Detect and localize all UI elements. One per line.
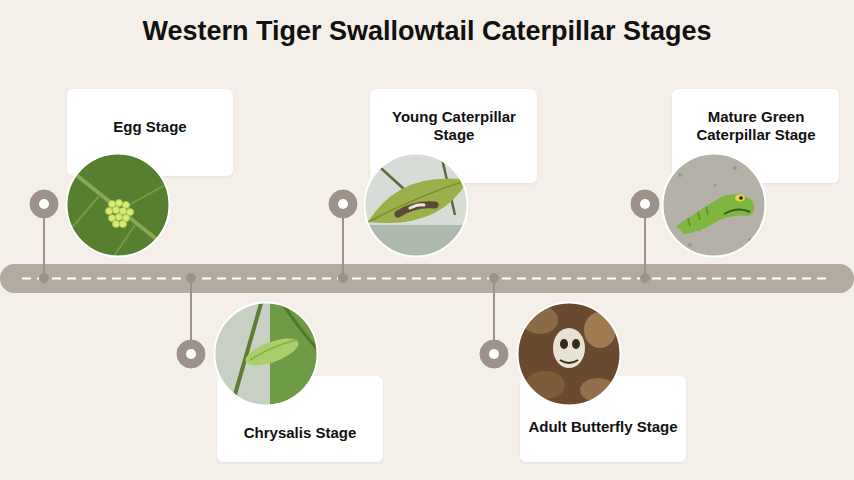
mature-caterpillar-photo — [660, 150, 770, 260]
chrysalis-photo — [210, 300, 325, 410]
young-caterpillar-photo — [360, 150, 480, 260]
pin-head — [30, 190, 58, 218]
bar-dot — [187, 274, 196, 283]
stage-label: Egg Stage — [75, 118, 225, 136]
photo-frame — [365, 154, 468, 257]
photo-frame — [663, 154, 766, 257]
pin-stem — [342, 218, 344, 278]
pin-head — [329, 190, 357, 218]
bar-dot — [40, 274, 49, 283]
pin-stem — [43, 218, 45, 278]
bar-dot — [641, 274, 650, 283]
pin-center — [640, 199, 650, 209]
pin-head — [177, 340, 205, 368]
pin-center — [338, 199, 348, 209]
egg-photo — [60, 150, 180, 262]
pin-center — [489, 349, 499, 359]
stage-label: Adult Butterfly Stage — [526, 418, 680, 436]
pin-stem — [190, 278, 192, 340]
pin-center — [39, 199, 49, 209]
photo-frame — [518, 303, 621, 406]
pin-stem — [493, 278, 495, 340]
bar-dot — [490, 274, 499, 283]
pin-head — [480, 340, 508, 368]
pin-center — [186, 349, 196, 359]
stage-label: Young Caterpillar Stage — [376, 108, 532, 144]
stage-label: Mature Green Caterpillar Stage — [678, 108, 834, 144]
adult-butterfly-photo — [515, 300, 625, 410]
stage-label: Chrysalis Stage — [225, 424, 375, 442]
diagram-title: Western Tiger Swallowtail Caterpillar St… — [0, 14, 854, 48]
timeline-bar — [0, 264, 854, 293]
photo-frame — [67, 154, 170, 257]
photo-frame — [215, 303, 318, 406]
pin-stem — [644, 218, 646, 278]
bar-dot — [339, 274, 348, 283]
pin-head — [631, 190, 659, 218]
timeline-dash — [22, 278, 832, 280]
